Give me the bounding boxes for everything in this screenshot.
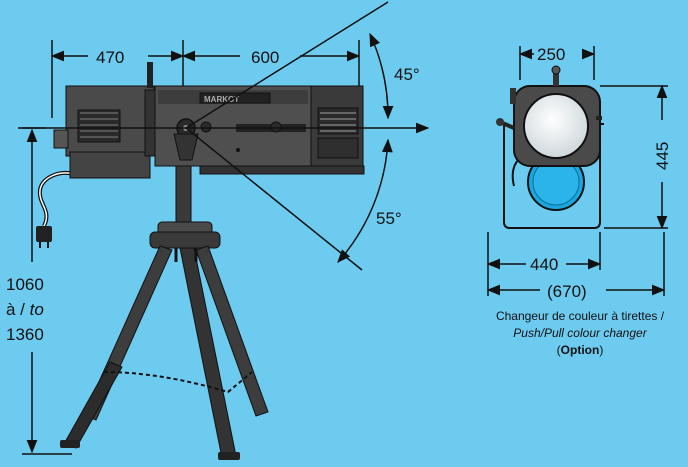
height-min-label: 1060	[6, 275, 44, 294]
option-close: )	[599, 343, 603, 357]
brand-label: MARKOT	[204, 95, 239, 104]
caption-option: (Option)	[557, 343, 604, 357]
dim-445-label: 445	[653, 142, 672, 170]
dim-250-label: 250	[537, 45, 565, 64]
height-joiner-en: to	[30, 300, 44, 319]
option-label: Option	[561, 343, 600, 357]
colour-changer-icon	[496, 65, 604, 229]
dim-440-label: 440	[530, 255, 558, 274]
dim-600-label: 600	[251, 48, 279, 67]
dim-470-label: 470	[96, 48, 124, 67]
changer-dimension-lines	[486, 46, 668, 296]
power-plug-icon	[36, 171, 75, 248]
option-open: (	[557, 343, 561, 357]
caption-fr: Changeur de couleur à tirettes /	[496, 309, 665, 323]
dim-670-label: (670)	[547, 282, 587, 301]
tripod-icon	[60, 139, 269, 460]
tilt-up-label: 45°	[394, 65, 420, 84]
caption-en: Push/Pull colour changer	[513, 326, 647, 340]
spotlight-icon: MARKOT	[53, 62, 365, 179]
height-joiner-label: à / to	[6, 300, 44, 319]
height-max-label: 1360	[6, 325, 44, 344]
tilt-down-label: 55°	[376, 209, 402, 228]
height-joiner-fr: à /	[6, 300, 30, 319]
dimension-lines	[18, 1, 430, 455]
